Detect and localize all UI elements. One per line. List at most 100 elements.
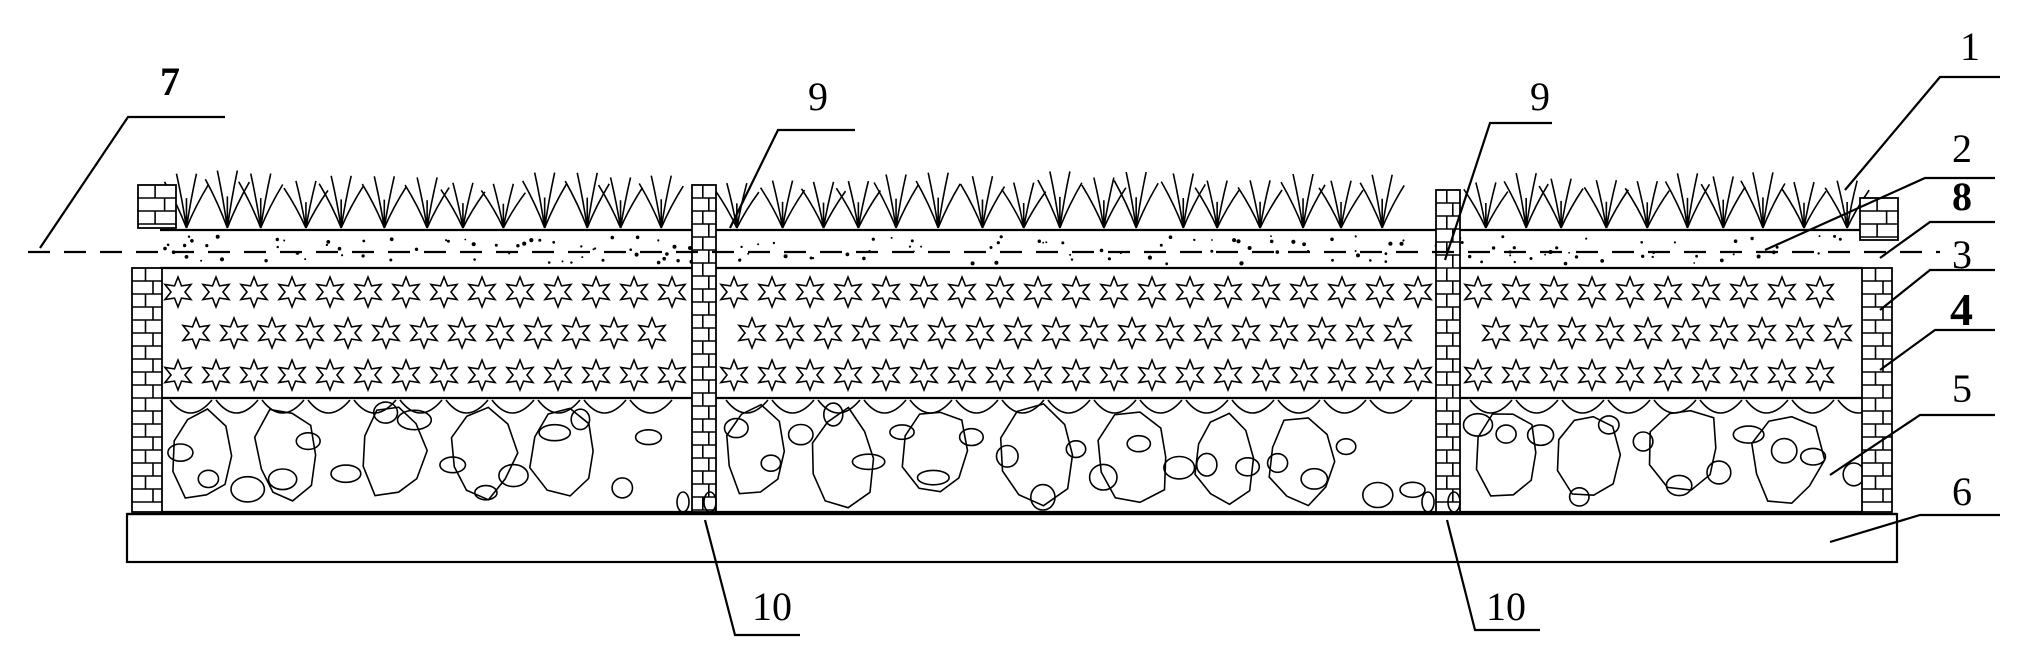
callout-9-right: 9	[1530, 74, 1550, 119]
filler-star	[429, 274, 459, 310]
plant-tuft	[714, 182, 760, 229]
plant-tuft	[1160, 173, 1206, 229]
soil-speck	[676, 259, 680, 263]
soil-speck	[362, 239, 366, 243]
filler-layer	[163, 274, 1853, 393]
soil-speck	[592, 248, 595, 251]
soil-speck	[629, 248, 632, 251]
brick-wall	[691, 184, 717, 513]
soil-speck	[166, 243, 170, 247]
soil-speck	[219, 257, 225, 262]
filler-star	[619, 357, 649, 393]
plant-tuft	[638, 175, 684, 229]
filler-star	[485, 315, 515, 351]
filler-star	[1213, 357, 1243, 393]
gravel-pebble	[538, 423, 572, 442]
soil-speck	[1384, 260, 1388, 263]
plant-tuft	[1194, 180, 1240, 229]
soil-speck	[341, 254, 344, 257]
filler-star	[1365, 357, 1395, 393]
filler-star	[1269, 315, 1299, 351]
soil-speck	[1491, 246, 1496, 250]
soil-speck	[1817, 252, 1820, 255]
filler-star	[1501, 274, 1531, 310]
plant-tuft	[361, 176, 407, 229]
soil-speck	[464, 238, 467, 241]
filler-star	[277, 357, 307, 393]
filler-star	[1539, 274, 1569, 310]
gravel-pebble	[1706, 460, 1732, 485]
gravel-cap	[771, 399, 815, 414]
filler-star	[1327, 274, 1357, 310]
gravel-stone	[1750, 415, 1826, 505]
filler-star	[1709, 315, 1739, 351]
brick-walls	[131, 184, 1899, 513]
drain-pipe	[1447, 491, 1461, 513]
soil-speck	[999, 235, 1003, 239]
soil-speck	[1302, 242, 1306, 247]
filler-star	[1729, 274, 1759, 310]
gravel-stone	[999, 403, 1074, 507]
soil-speck	[672, 244, 677, 249]
gravel-cap	[1561, 399, 1605, 414]
soil-speck	[182, 243, 187, 248]
soil-speck	[389, 258, 393, 262]
soil-speck	[1045, 241, 1048, 244]
plant-tuft	[800, 181, 847, 229]
callout-9-left: 9	[808, 74, 828, 119]
soil-speck	[1756, 254, 1761, 259]
filler-star	[163, 357, 193, 393]
gravel-cap	[1277, 399, 1321, 414]
soil-speck	[908, 245, 912, 248]
gravel-cap	[1607, 399, 1651, 414]
filler-star	[315, 274, 345, 310]
filler-star	[619, 274, 649, 310]
soil-speck	[1384, 252, 1388, 256]
filler-star	[657, 274, 687, 310]
filler-star	[757, 274, 787, 310]
gravel-pebble	[295, 432, 321, 451]
soil-speck	[326, 240, 331, 244]
filler-star	[1403, 274, 1433, 310]
soil-speck	[920, 245, 923, 248]
gravel-pebble	[723, 417, 749, 439]
soil-speck	[1512, 246, 1516, 250]
soil-speck	[1585, 237, 1588, 240]
soil-speck	[1544, 253, 1546, 256]
filler-star	[757, 357, 787, 393]
filler-star	[947, 274, 977, 310]
filler-star	[871, 357, 901, 393]
gravel-cap	[1745, 399, 1789, 414]
soil-speck	[1388, 241, 1393, 246]
soil-speck	[1574, 255, 1579, 259]
gravel-pebble	[330, 464, 362, 484]
gravel-pebble	[197, 469, 220, 489]
soil-speck	[757, 243, 760, 246]
soil-speck	[783, 254, 788, 259]
filler-star	[1595, 315, 1625, 351]
gravel-pebble	[1799, 447, 1827, 466]
soil-speck	[1193, 238, 1196, 242]
soil-speck	[580, 245, 583, 248]
gravel-pebble	[570, 408, 591, 431]
soil-speck	[581, 256, 584, 259]
filler-star	[1099, 274, 1129, 310]
filler-star	[201, 357, 231, 393]
soil-speck	[772, 241, 776, 245]
filler-star	[1501, 357, 1531, 393]
filler-star	[581, 357, 611, 393]
soil-speck	[494, 243, 498, 247]
gravel-stone	[362, 406, 429, 497]
callout-5: 5	[1952, 366, 1972, 411]
filler-star	[1653, 357, 1683, 393]
gravel-pebble	[1665, 474, 1693, 497]
gravel-stone	[901, 411, 969, 493]
plant-tuft	[480, 183, 526, 229]
soil-speck	[812, 257, 815, 260]
filler-star	[1481, 315, 1511, 351]
filler-star	[1383, 315, 1413, 351]
plant-tuft	[1700, 176, 1746, 229]
soil-speck	[634, 252, 639, 257]
soil-speck	[862, 256, 866, 261]
filler-star	[239, 274, 269, 310]
